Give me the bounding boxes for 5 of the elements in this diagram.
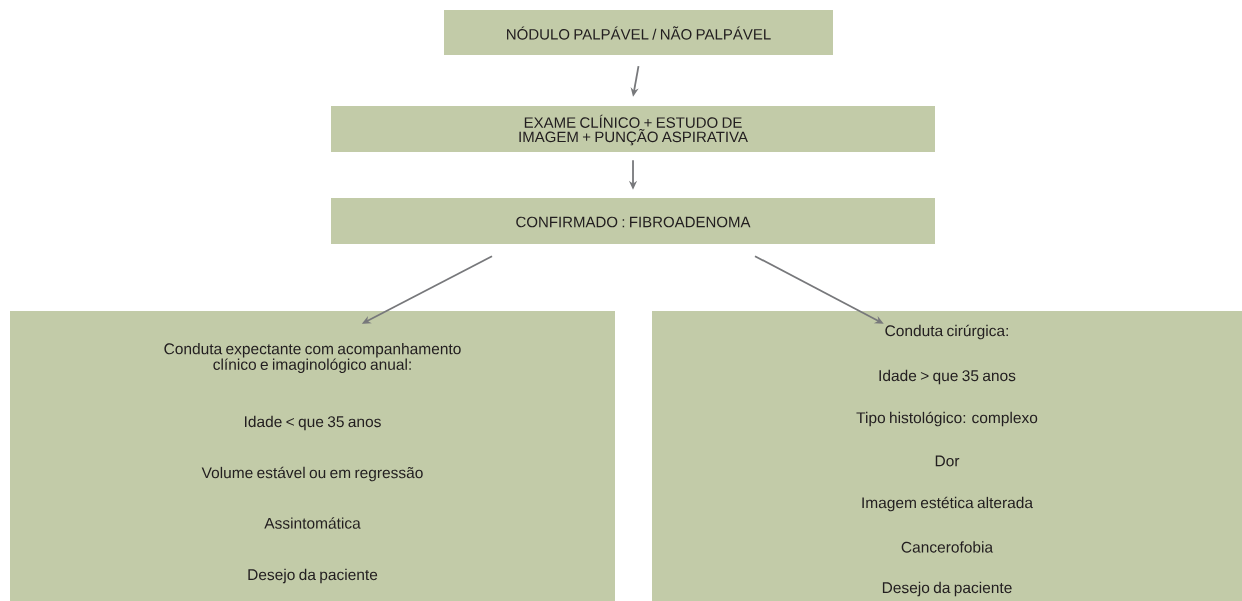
- process-box: NÓDULO PALPÁVEL / NÃO PALPÁVEL: [444, 10, 833, 55]
- process-box: EXAME CLÍNICO + ESTUDO DE IMAGEM + PUNÇÃO ASPIRATIVA: [331, 106, 935, 152]
- criteria-box: Conduta expectante com acompanhamento clínico e imaginológico anual: Idade < que 35 anos Volume estável ou em regressão Assintomática Desejo da paciente: [10, 311, 615, 601]
- criteria-box: Conduta cirúrgica: Idade > que 35 anos Tipo histológico: complexo Dor Imagem estética alterada Cancerofobia Desejo da paciente: [652, 311, 1242, 601]
- process-box: CONFIRMADO : FIBROADENOMA: [331, 198, 935, 244]
